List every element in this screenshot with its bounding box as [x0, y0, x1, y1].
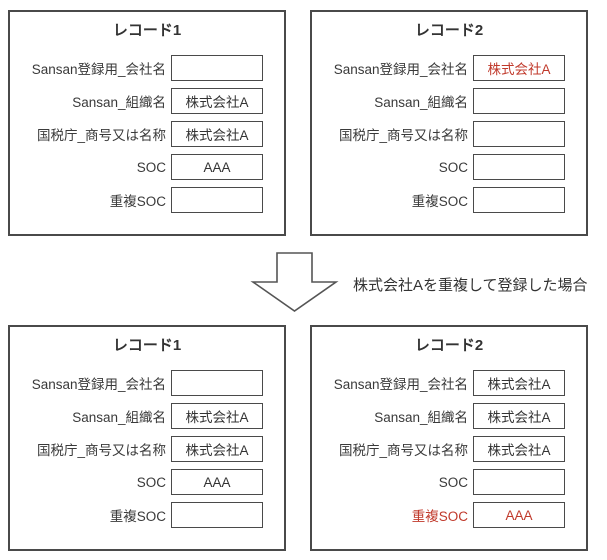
field-value: AAA: [203, 474, 231, 490]
field-row-nta-trade-name: 国税庁_商号又は名称 株式会社A: [10, 436, 263, 462]
field-label: Sansan_組織名: [374, 95, 468, 110]
field-value-box: AAA: [171, 154, 263, 180]
field-label: Sansan登録用_会社名: [333, 377, 468, 392]
field-value: 株式会社A: [185, 443, 249, 458]
field-label-highlighted: 重複SOC: [411, 509, 468, 524]
field-row-duplicate-soc: 重複SOC: [10, 502, 263, 528]
field-label: SOC: [438, 159, 468, 175]
field-value-box: 株式会社A: [171, 121, 263, 147]
field-value: 株式会社A: [487, 410, 551, 425]
field-row-sansan-company-name: Sansan登録用_会社名: [10, 55, 263, 81]
field-value: 株式会社A: [185, 95, 249, 110]
field-value-box: [473, 88, 565, 114]
field-label: SOC: [136, 474, 166, 490]
field-label: Sansan_組織名: [374, 410, 468, 425]
field-row-duplicate-soc: 重複SOC: [312, 187, 565, 213]
field-label: Sansan_組織名: [72, 95, 166, 110]
field-value-box: [171, 502, 263, 528]
field-value-box: AAA: [473, 502, 565, 528]
field-row-sansan-org-name: Sansan_組織名: [312, 88, 565, 114]
panel-title: レコード1: [112, 337, 182, 354]
field-value: 株式会社A: [185, 128, 249, 143]
field-label: Sansan登録用_会社名: [31, 62, 166, 77]
field-label: 国税庁_商号又は名称: [338, 443, 468, 458]
field-value-box: [171, 187, 263, 213]
field-value-box: 株式会社A: [171, 88, 263, 114]
field-row-sansan-org-name: Sansan_組織名 株式会社A: [312, 403, 565, 429]
field-value-box: 株式会社A: [473, 436, 565, 462]
field-value-highlighted: 株式会社A: [487, 62, 551, 77]
field-row-soc: SOC AAA: [10, 469, 263, 495]
field-value-box: [171, 370, 263, 396]
field-value-box: [473, 121, 565, 147]
field-row-nta-trade-name: 国税庁_商号又は名称: [312, 121, 565, 147]
field-row-sansan-company-name: Sansan登録用_会社名 株式会社A: [312, 370, 565, 396]
field-value-box: [473, 469, 565, 495]
field-row-nta-trade-name: 国税庁_商号又は名称 株式会社A: [10, 121, 263, 147]
arrow-annotation: 株式会社Aを重複して登録した場合: [353, 277, 588, 294]
down-block-arrow-icon: [250, 252, 339, 312]
field-label: Sansan_組織名: [72, 410, 166, 425]
field-value-box: AAA: [171, 469, 263, 495]
record2-panel-before: レコード2 Sansan登録用_会社名 株式会社A Sansan_組織名 国税庁…: [310, 10, 588, 236]
field-label: 重複SOC: [109, 509, 166, 524]
field-row-duplicate-soc: 重複SOC AAA: [312, 502, 565, 528]
field-label: 重複SOC: [109, 194, 166, 209]
field-value-box: 株式会社A: [473, 403, 565, 429]
field-label: 国税庁_商号又は名称: [36, 128, 166, 143]
field-row-soc: SOC: [312, 154, 565, 180]
field-value: 株式会社A: [487, 443, 551, 458]
field-value-highlighted: AAA: [505, 507, 533, 523]
field-row-sansan-company-name: Sansan登録用_会社名 株式会社A: [312, 55, 565, 81]
field-row-duplicate-soc: 重複SOC: [10, 187, 263, 213]
field-value-box: 株式会社A: [171, 403, 263, 429]
field-label: 国税庁_商号又は名称: [338, 128, 468, 143]
field-row-soc: SOC: [312, 469, 565, 495]
field-value: 株式会社A: [487, 377, 551, 392]
field-label: SOC: [438, 474, 468, 490]
record1-panel-before: レコード1 Sansan登録用_会社名 Sansan_組織名 株式会社A 国税庁…: [8, 10, 286, 236]
field-row-soc: SOC AAA: [10, 154, 263, 180]
panel-title: レコード1: [112, 22, 182, 39]
field-value-box: [473, 154, 565, 180]
panel-title: レコード2: [414, 337, 484, 354]
field-label: Sansan登録用_会社名: [31, 377, 166, 392]
panel-title: レコード2: [414, 22, 484, 39]
field-row-sansan-org-name: Sansan_組織名 株式会社A: [10, 403, 263, 429]
field-row-sansan-company-name: Sansan登録用_会社名: [10, 370, 263, 396]
field-label: 国税庁_商号又は名称: [36, 443, 166, 458]
field-value-box: [171, 55, 263, 81]
field-value-box: 株式会社A: [171, 436, 263, 462]
record2-panel-after: レコード2 Sansan登録用_会社名 株式会社A Sansan_組織名 株式会…: [310, 325, 588, 551]
field-value: 株式会社A: [185, 410, 249, 425]
field-value-box: [473, 187, 565, 213]
field-label: Sansan登録用_会社名: [333, 62, 468, 77]
record1-panel-after: レコード1 Sansan登録用_会社名 Sansan_組織名 株式会社A 国税庁…: [8, 325, 286, 551]
field-value-box: 株式会社A: [473, 55, 565, 81]
field-value-box: 株式会社A: [473, 370, 565, 396]
field-row-sansan-org-name: Sansan_組織名 株式会社A: [10, 88, 263, 114]
field-value: AAA: [203, 159, 231, 175]
field-label: SOC: [136, 159, 166, 175]
field-row-nta-trade-name: 国税庁_商号又は名称 株式会社A: [312, 436, 565, 462]
field-label: 重複SOC: [411, 194, 468, 209]
